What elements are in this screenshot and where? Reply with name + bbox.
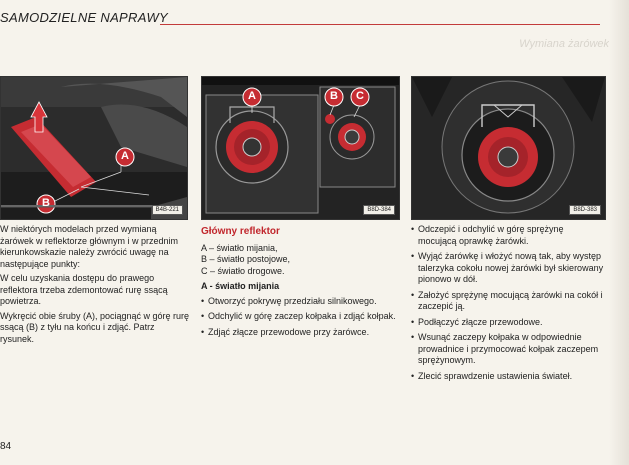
list-item: Wsunąć zaczepy kołpaka w odpowiednie pro…	[411, 332, 604, 367]
headlight-rear-illustration	[202, 77, 399, 219]
bleed-through-text: Wymiana żarówek	[519, 38, 609, 50]
figure-code: B8D-383	[569, 205, 601, 215]
list-item: Odchylić w górę zaczep kołpaka i zdjąć k…	[201, 311, 398, 323]
list-item: Założyć sprężynę mocującą żarówki na cok…	[411, 290, 604, 313]
bulb-holder-illustration	[412, 77, 605, 219]
legend-item: B – światło postojowe,	[201, 254, 291, 264]
subheading: A - światło mijania	[201, 281, 280, 291]
legend-item: A – światło mijania,	[201, 242, 278, 253]
callout-letter-a: A	[248, 90, 256, 102]
list-item: Odczepić i odchylić w górę sprężynę mocu…	[411, 224, 604, 247]
text-column-3: Odczepić i odchylić w górę sprężynę mocu…	[411, 224, 604, 386]
paragraph: W niektórych modelach przed wymianą żaró…	[0, 224, 179, 269]
text-column-1: W niektórych modelach przed wymianą żaró…	[0, 224, 190, 348]
section-header-title: SAMODZIELNE NAPRAWY	[0, 10, 168, 25]
text-column-2: Główny reflektor A – światło mijania, B …	[201, 224, 398, 342]
page-number: 84	[0, 441, 12, 452]
engine-bay-illustration	[1, 77, 187, 219]
list-item: Zdjąć złącze przewodowe przy żarówce.	[201, 327, 398, 339]
figure-bulb-holder: B8D-383	[411, 76, 606, 220]
paragraph: W celu uzyskania dostępu do prawego refl…	[0, 273, 168, 306]
figure-engine-bay-intake: A B B4B-221	[0, 76, 188, 220]
paragraph: Wykręcić obie śruby (A), pociągnąć w gór…	[0, 310, 189, 344]
list-item: Zlecić sprawdzenie ustawienia świateł.	[411, 371, 604, 383]
list-item: Wyjąć żarówkę i włożyć nową tak, aby wys…	[411, 251, 604, 286]
callout-letter-b: B	[330, 90, 338, 102]
section-title: Główny reflektor	[201, 226, 280, 237]
figure-code: B8D-384	[363, 205, 395, 215]
legend-item: C – światło drogowe.	[201, 265, 285, 276]
page-edge	[609, 0, 629, 465]
figure-code: B4B-221	[151, 205, 183, 215]
callout-letter-c: C	[356, 90, 364, 102]
callout-letter-b: B	[42, 197, 50, 209]
callout-letter-a: A	[121, 150, 129, 162]
figure-headlight-rear: A B C B8D-384	[201, 76, 400, 220]
header-rule	[160, 24, 600, 25]
list-item: Podłączyć złącze przewodowe.	[411, 317, 604, 329]
list-item: Otworzyć pokrywę przedziału silnikowego.	[201, 296, 398, 308]
